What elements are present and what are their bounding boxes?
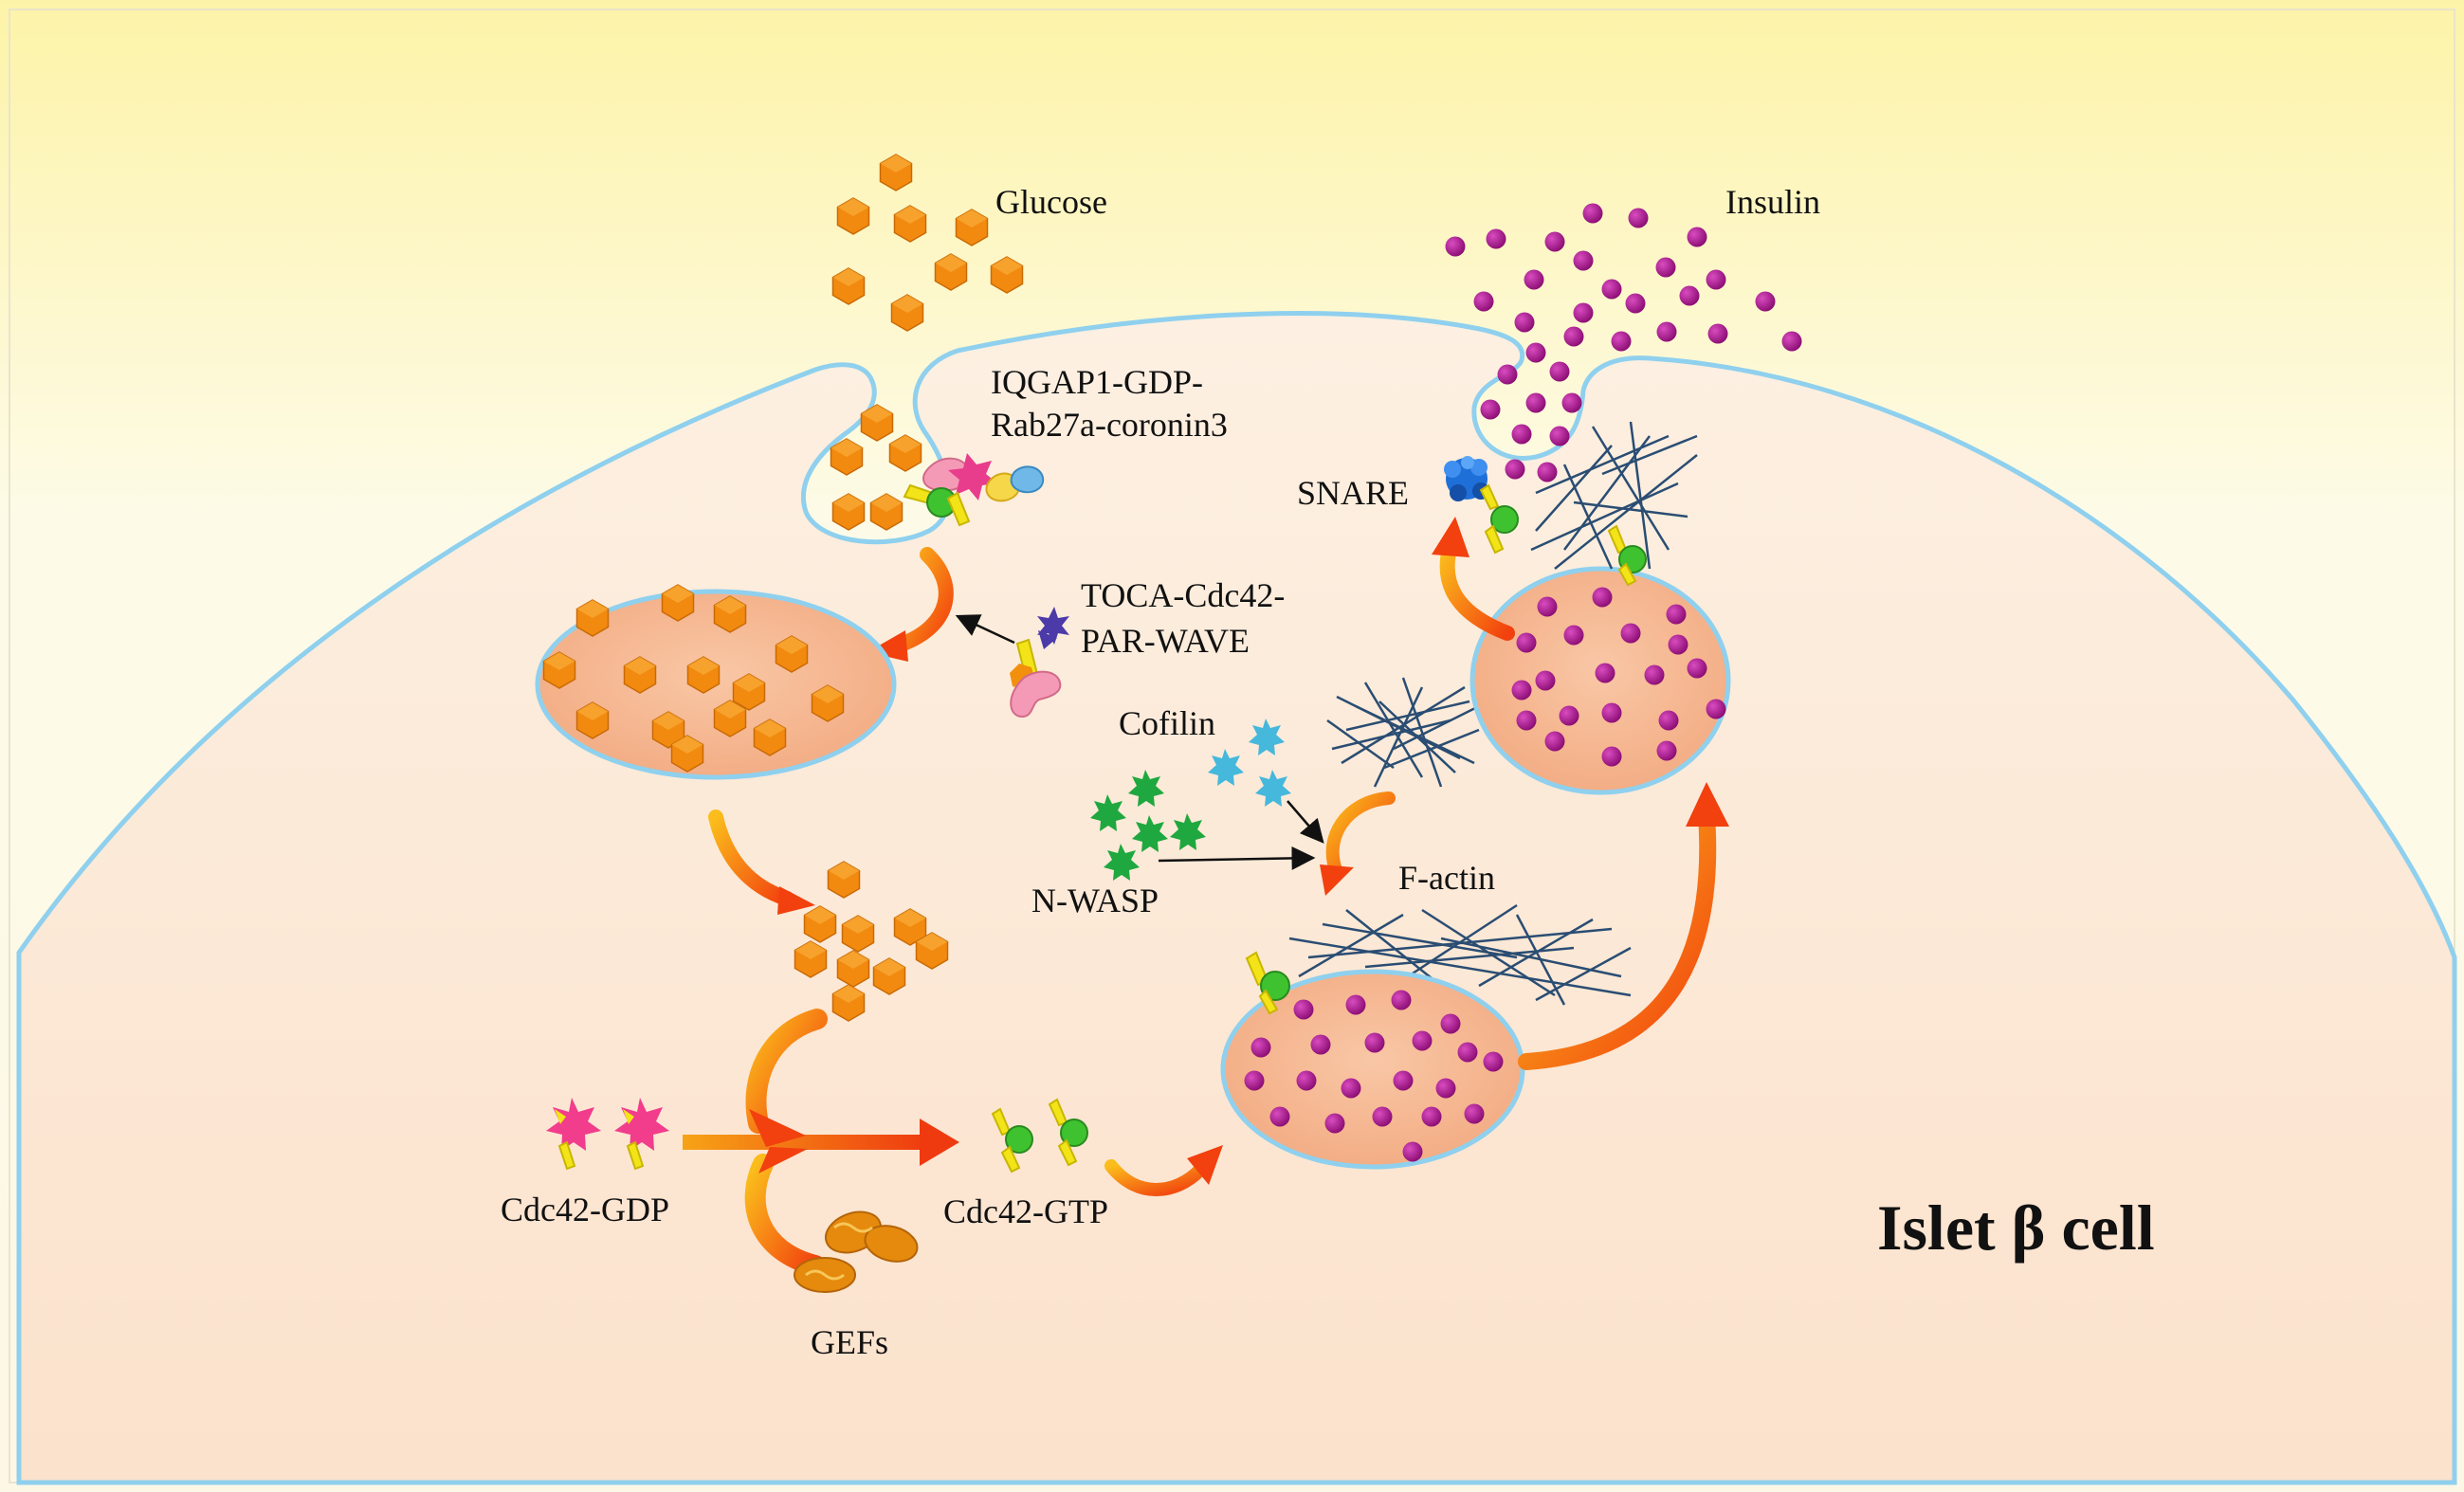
arrow-gefs-to-activation-head	[758, 1147, 808, 1174]
cell-title: Islet β cell	[1877, 1192, 2155, 1264]
toca-complex-icon	[1010, 607, 1069, 719]
cdc42-gtp-on-vesicle-upper	[1607, 524, 1647, 587]
iqgap1-label-line1: IQGAP1-GDP-	[991, 363, 1203, 401]
cofilin-pointer-line	[1287, 800, 1324, 844]
toca-pointer-line	[955, 614, 1015, 645]
iqgap1-complex-icon	[903, 453, 1045, 527]
actin-mesh-upper	[1530, 421, 1698, 570]
insulin-label: Insulin	[1725, 183, 1820, 221]
glucose-label: Glucose	[995, 183, 1107, 221]
nwasp-pointer-line	[1158, 846, 1316, 870]
cdc42-gdp-icons	[546, 1098, 669, 1171]
arrow-gefs-to-activation	[744, 1154, 826, 1276]
arrow-vesicle-to-cluster-head	[777, 886, 815, 915]
snare-label: SNARE	[1297, 474, 1409, 512]
actin-mesh-mid	[1326, 677, 1480, 788]
cdc42-gdp-label: Cdc42-GDP	[501, 1191, 669, 1228]
cofilin-label: Cofilin	[1119, 704, 1215, 742]
arrow-actin-remodel-head	[1320, 864, 1354, 896]
nwasp-icons	[1090, 770, 1206, 881]
cdc42-gtp-on-vesicle-lower	[1245, 951, 1290, 1015]
nwasp-label: N-WASP	[1031, 882, 1159, 919]
toca-label-line2: PAR-WAVE	[1081, 622, 1250, 660]
arrow-main-shaft	[683, 1135, 929, 1150]
arrow-to-snare-head	[1432, 517, 1469, 557]
arrow-gtp-to-vesicle	[1104, 1159, 1206, 1196]
arrow-glucose-to-activation	[745, 1009, 828, 1134]
arrow-to-snare	[1439, 537, 1515, 641]
gefs-label: GEFs	[811, 1323, 888, 1361]
arrow-vesicle-to-cluster	[708, 810, 794, 906]
snare-icon	[1444, 456, 1519, 555]
arrow-glucose-to-activation-head	[749, 1109, 806, 1147]
arrow-vesicle-up-head	[1686, 782, 1729, 827]
cdc42-gtp-label: Cdc42-GTP	[943, 1192, 1108, 1230]
cdc42-gtp-icons	[991, 1098, 1088, 1174]
toca-label-line1: TOCA-Cdc42-	[1081, 576, 1285, 614]
factin-label: F-actin	[1398, 859, 1495, 897]
iqgap1-label-line2: Rab27a-coronin3	[991, 406, 1228, 444]
arrow-actin-remodel	[1325, 791, 1396, 879]
arrow-main-head	[920, 1119, 959, 1166]
gefs-icons	[794, 1210, 919, 1293]
actin-mesh-lower	[1288, 903, 1632, 1006]
arrow-pocket-to-vesicle	[893, 547, 954, 652]
cofilin-icons	[1208, 719, 1291, 807]
arrow-vesicle-up	[1518, 807, 1717, 1070]
arrow-gtp-to-vesicle-head	[1187, 1145, 1223, 1185]
